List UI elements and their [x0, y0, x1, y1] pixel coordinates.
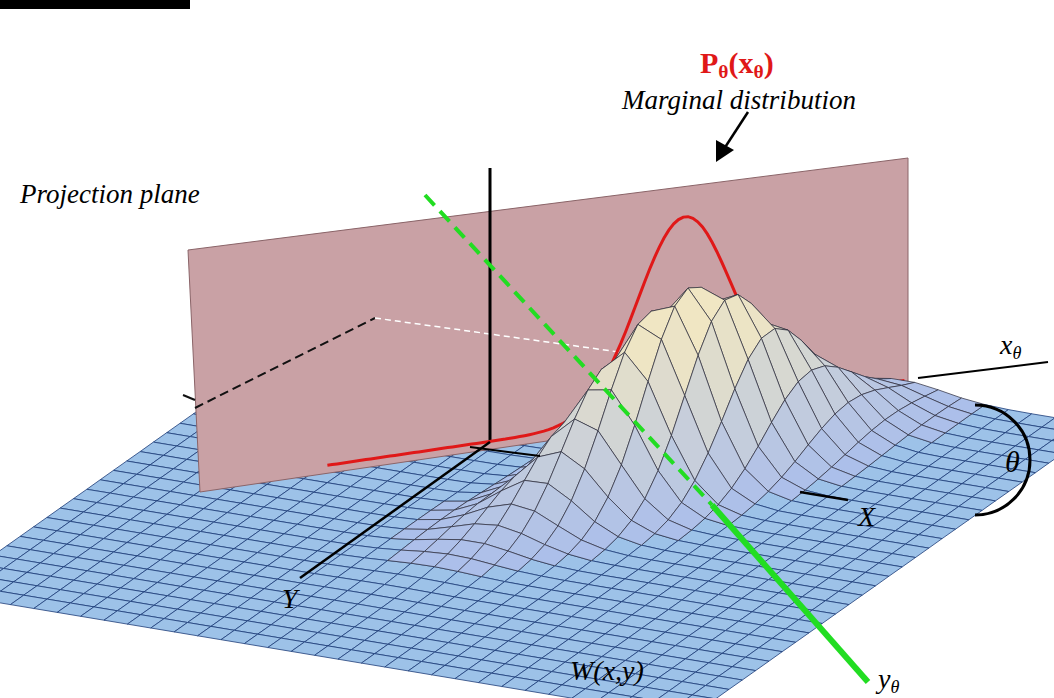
mesh-cell	[495, 551, 532, 571]
mesh-cell	[595, 693, 632, 698]
projection-axis	[712, 505, 868, 682]
axis-stub	[470, 447, 540, 456]
tick	[183, 395, 195, 400]
marginal-label: Marginal distribution	[622, 86, 856, 116]
mesh-cell	[908, 425, 945, 443]
marginal-curve	[327, 217, 904, 466]
mesh-cell	[619, 697, 656, 698]
mesh-cell	[656, 691, 693, 698]
angle-arc	[975, 405, 1030, 515]
mesh-cell	[458, 559, 495, 577]
arrow-head	[716, 140, 734, 162]
mesh-cell	[768, 477, 805, 500]
mesh-cell	[618, 520, 655, 545]
mesh-cell	[679, 695, 716, 698]
angle-label: θ	[1005, 445, 1020, 478]
dashed-line	[195, 318, 375, 408]
top-bar	[0, 0, 190, 9]
vertical-axis	[489, 168, 492, 442]
x-theta-axis	[918, 362, 1048, 378]
projection-axis	[425, 195, 712, 505]
function-label: W(x,y)	[570, 656, 644, 687]
axis-label: yθ	[878, 664, 899, 697]
x-axis	[800, 492, 848, 500]
y-axis	[300, 442, 490, 578]
plane-label: Projection plane	[20, 180, 200, 210]
wigner-surface	[388, 287, 985, 576]
axis-label: Y	[282, 584, 298, 615]
marginal-symbol: Pθ(xθ)	[700, 46, 774, 82]
axis-label: xθ	[1000, 330, 1021, 363]
mesh-cell	[818, 467, 855, 486]
mesh-cell	[531, 545, 568, 566]
mesh-cell	[568, 540, 605, 561]
axis-label: X	[858, 502, 875, 533]
mesh-cell	[655, 520, 692, 541]
